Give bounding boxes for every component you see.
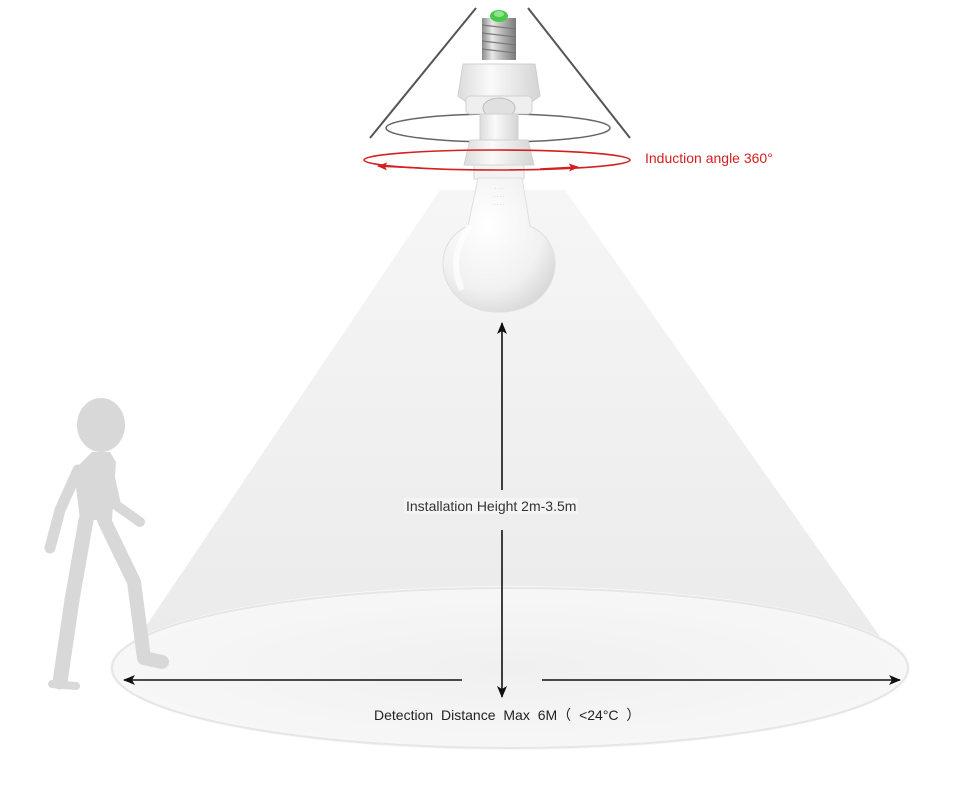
light-cone <box>115 190 905 672</box>
walking-person-figure <box>44 398 169 690</box>
detection-distance-label: Detection Distance Max 6M（ <24°C ） <box>374 707 641 723</box>
induction-angle-label: Induction angle 360° <box>645 150 773 166</box>
detection-area-ellipse <box>110 586 910 750</box>
rotation-ellipse <box>363 149 631 171</box>
rotation-arrow-right <box>539 163 579 172</box>
svg-text:· · · ·: · · · · <box>493 194 505 200</box>
installation-height-label: Installation Height 2m-3.5m <box>404 498 579 514</box>
suspension-wire-left <box>369 7 477 139</box>
sensor-socket <box>457 63 541 180</box>
svg-text:· · ·: · · · <box>495 186 503 192</box>
svg-text:· · · ·: · · · · <box>493 202 505 208</box>
led-bulb: · · · · · · · · · · · <box>442 177 556 313</box>
screw-base <box>481 10 517 60</box>
detection-area-rim <box>111 587 909 749</box>
suspension-wire-right <box>527 7 631 139</box>
rotation-arrow-left <box>377 162 421 171</box>
